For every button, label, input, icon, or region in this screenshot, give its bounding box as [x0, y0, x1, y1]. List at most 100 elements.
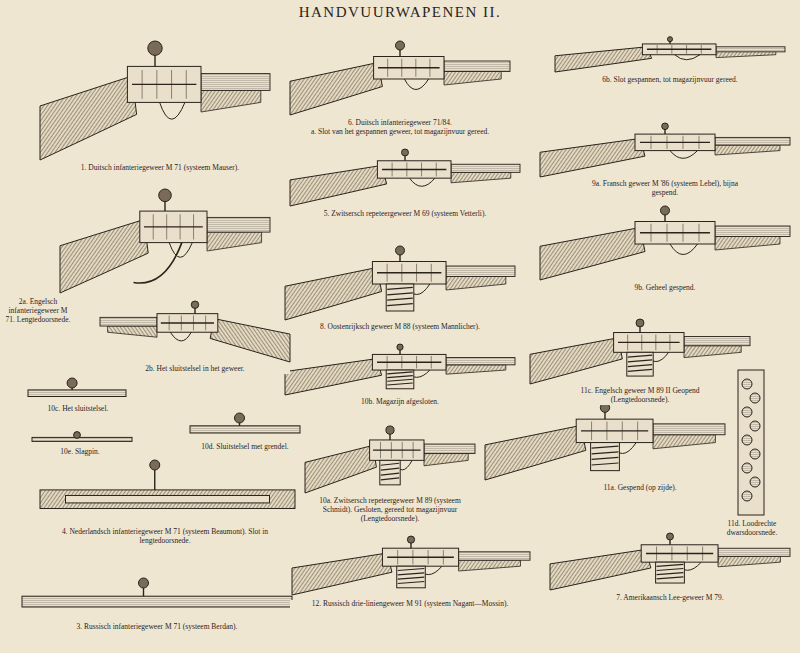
bolt-knob [396, 246, 405, 255]
cartridge [628, 365, 652, 367]
magazine-section [738, 370, 764, 515]
figure-caption: 11d. Loodrechte dwarsdoorsnede. [722, 520, 782, 538]
bolt-body [28, 390, 126, 397]
trigger-guard [670, 151, 698, 159]
cartridge [742, 407, 752, 417]
forestock [653, 435, 715, 449]
bolt [382, 169, 446, 170]
receiver [140, 211, 207, 243]
bolt [387, 557, 454, 558]
figure-caption: 3. Russisch infanteriegeweer M 71 (syste… [22, 623, 292, 632]
bolt-knob [139, 578, 149, 588]
magazine [656, 562, 685, 583]
stock [530, 338, 622, 384]
bolt-knob [386, 426, 394, 434]
bolt [144, 226, 203, 227]
stock [485, 425, 586, 480]
receiver [370, 440, 424, 460]
bolt-knob [74, 432, 81, 439]
stock [540, 139, 645, 178]
forestock [715, 145, 780, 155]
cartridge [381, 478, 399, 480]
figure-caption: 11c. Engelsch geweer M 89 II Geopend (Le… [555, 387, 725, 405]
cartridge [387, 383, 413, 385]
trigger-guard [410, 178, 435, 186]
figure-caption: 4. Nederlandsch infanteriegeweer M 71 (s… [50, 528, 280, 546]
trigger-guard [670, 244, 698, 255]
bolt-knob [402, 149, 409, 156]
barrel [715, 226, 790, 237]
cartridge [750, 393, 760, 403]
magazine [627, 352, 653, 376]
bolt-knob [668, 37, 673, 42]
barrel [424, 444, 475, 454]
bolt [640, 142, 710, 143]
bolt-knob [150, 460, 160, 470]
bolt-knob [159, 189, 172, 202]
firing-pin [66, 495, 270, 502]
figure-caption: 10c. Het sluitstelsel. [28, 405, 128, 414]
rifle-figure [292, 536, 530, 595]
stock [40, 76, 137, 160]
figure-caption: 8. Oostenrijksch geweer M 88 (systeem Ma… [290, 323, 510, 332]
barrel [100, 317, 157, 326]
stock [285, 359, 382, 395]
cartridge [592, 452, 619, 454]
stock [290, 63, 382, 116]
receiver [635, 134, 715, 151]
bolt-body [32, 437, 132, 441]
rifle-figure [100, 301, 290, 362]
receiver [614, 333, 684, 353]
bolt [646, 553, 713, 554]
forestock [684, 346, 741, 358]
cartridge [742, 491, 752, 501]
cartridge [398, 569, 425, 571]
rifle-figure [285, 344, 515, 395]
stock [292, 553, 392, 595]
receiver [641, 545, 718, 562]
bolt [640, 232, 710, 233]
cartridge [398, 573, 425, 575]
barrel [653, 424, 725, 435]
bolt [581, 430, 648, 431]
figure-caption: 10a. Zwitsersch repeteergeweer M 89 (sys… [305, 497, 475, 524]
stock [550, 549, 651, 590]
receiver [372, 262, 446, 285]
rifle-figure [305, 426, 475, 493]
plate-title: HANDVUURWAPENEN II. [0, 4, 800, 21]
receiver [382, 548, 458, 566]
bolt-body [22, 596, 292, 607]
figure-caption: 7. Amerikaansch Lee-geweer M 79. [560, 594, 780, 603]
cartridge [387, 298, 413, 300]
rifle-figure [530, 319, 750, 384]
forestock [715, 237, 780, 251]
receiver [635, 222, 715, 245]
bolt-knob [407, 536, 414, 543]
cartridge [657, 564, 684, 566]
magazine [738, 370, 764, 515]
lock-part [40, 460, 295, 509]
barrel [459, 552, 530, 560]
figure-caption: 2a. Engelsch infanteriegeweer M 71. Leng… [3, 298, 73, 325]
bolt [373, 449, 421, 450]
stock [285, 268, 382, 321]
bolt-knob [191, 301, 198, 308]
lever [134, 243, 182, 283]
bolt [161, 322, 214, 323]
cartridge [628, 369, 652, 371]
cartridge [657, 577, 684, 579]
cartridge [381, 463, 399, 465]
magazine [380, 460, 400, 484]
cartridge [381, 473, 399, 475]
figure-caption: 9b. Geheel gespend. [590, 284, 740, 293]
bolt-knob [661, 206, 670, 215]
stock [305, 445, 376, 493]
cartridge [381, 468, 399, 470]
cartridge [592, 446, 619, 448]
cartridge [750, 449, 760, 459]
rifle-figure [285, 246, 515, 320]
figure-caption: 10b. Magazijn afgesloten. [325, 398, 475, 407]
cartridge [742, 379, 752, 389]
lock-part [28, 378, 126, 397]
bolt [647, 49, 711, 50]
